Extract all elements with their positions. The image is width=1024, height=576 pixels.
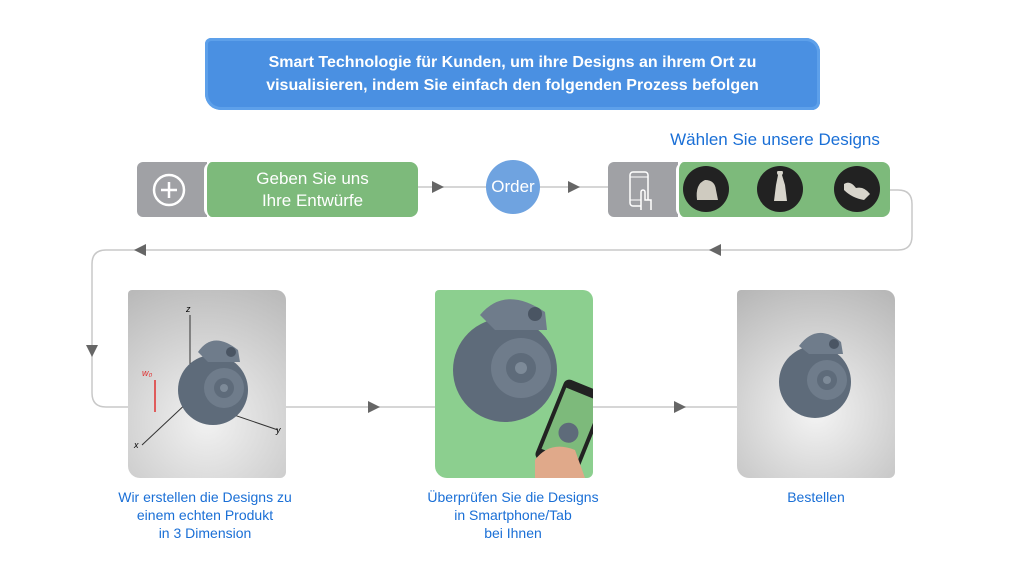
banner-line: Smart Technologie für Kunden, um ihre De… [268, 54, 757, 71]
create-caption: Wir erstellen die Designs zu einem echte… [85, 488, 325, 542]
arrow-left [134, 244, 146, 256]
arrow-down [86, 345, 98, 357]
caption-line: Bestellen [787, 489, 845, 505]
banner-line: visualisieren, indem Sie einfach den fol… [266, 77, 759, 94]
submit-designs-button[interactable]: Geben Sie uns Ihre Entwürfe [204, 162, 418, 217]
design-thumbnail[interactable] [757, 166, 803, 212]
sculpture-icon [844, 182, 870, 200]
chameleon-ar-preview [453, 299, 607, 478]
smartphone-touch-icon [629, 171, 652, 210]
intro-banner: Smart Technologie für Kunden, um ihre De… [205, 38, 820, 110]
arrow-right [368, 401, 380, 413]
caption-line: Wir erstellen die Designs zu [118, 489, 292, 505]
caption-line: Überprüfen Sie die Designs [427, 489, 599, 505]
design-thumbnail[interactable] [683, 166, 729, 212]
arrow-right [674, 401, 686, 413]
axis-y-label: y [275, 425, 281, 435]
arrow-right [432, 181, 444, 193]
chameleon-model [779, 332, 851, 418]
smartphone-preview-image [435, 290, 607, 478]
design-thumbnail[interactable] [834, 166, 880, 212]
submit-line: Geben Sie uns [256, 169, 369, 188]
caption-line: bei Ihnen [484, 525, 542, 541]
submit-line: Ihre Entwürfe [261, 191, 364, 210]
sculpture-icon [696, 180, 718, 200]
plus-circle-icon [152, 173, 186, 207]
phone-icon-box [608, 162, 678, 217]
caption-line: einem echten Produkt [136, 507, 274, 523]
caption-line: in Smartphone/Tab [454, 507, 572, 523]
axis-x-label: x [133, 440, 139, 450]
final-product-image [737, 290, 895, 478]
arrow-left [709, 244, 721, 256]
axis-w-label: w₀ [142, 368, 152, 378]
caption-line: in 3 Dimension [158, 525, 252, 541]
arrow-right [568, 181, 580, 193]
check-caption: Überprüfen Sie die Designs in Smartphone… [393, 488, 633, 542]
chameleon-model: z y x w₀ [133, 304, 281, 450]
axis-z-label: z [185, 304, 191, 314]
buy-caption: Bestellen [696, 488, 936, 506]
order-button[interactable]: Order [486, 160, 540, 214]
choose-designs-title: Wählen Sie unsere Designs [670, 130, 880, 149]
3d-model-image: z y x w₀ [128, 290, 286, 478]
sculpture-icon [774, 171, 787, 201]
submit-icon-box [137, 162, 207, 217]
